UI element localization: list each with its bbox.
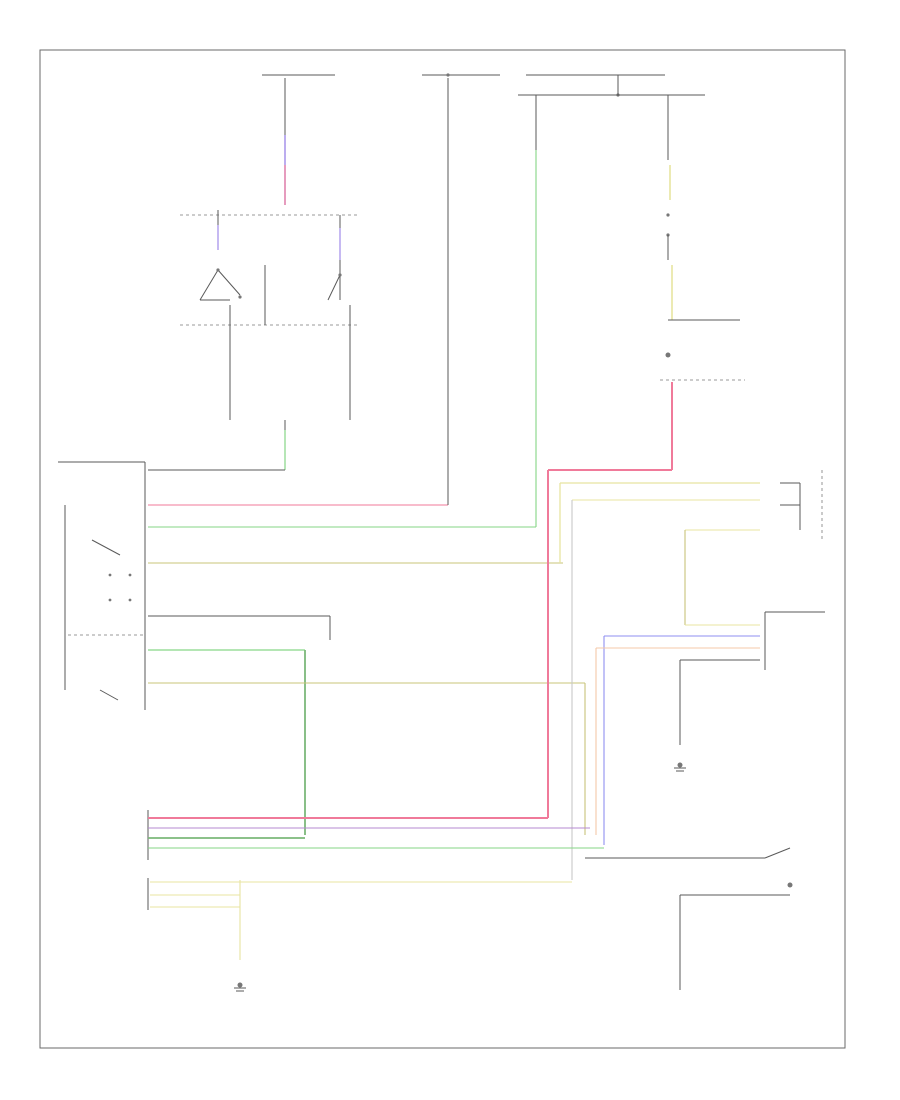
brake-switch [585, 847, 793, 990]
ecm-connector-bottom [147, 810, 604, 988]
right-verticals [547, 469, 823, 880]
horizontal-wires [148, 150, 586, 835]
relay-block-right [660, 165, 745, 470]
top-fuse-row [262, 73, 705, 160]
diagram-frame [39, 49, 846, 1049]
ground [234, 767, 686, 992]
fuel-pump-relay [595, 611, 825, 845]
ecm-connector-left [58, 461, 146, 710]
relay-block-left [180, 135, 360, 470]
